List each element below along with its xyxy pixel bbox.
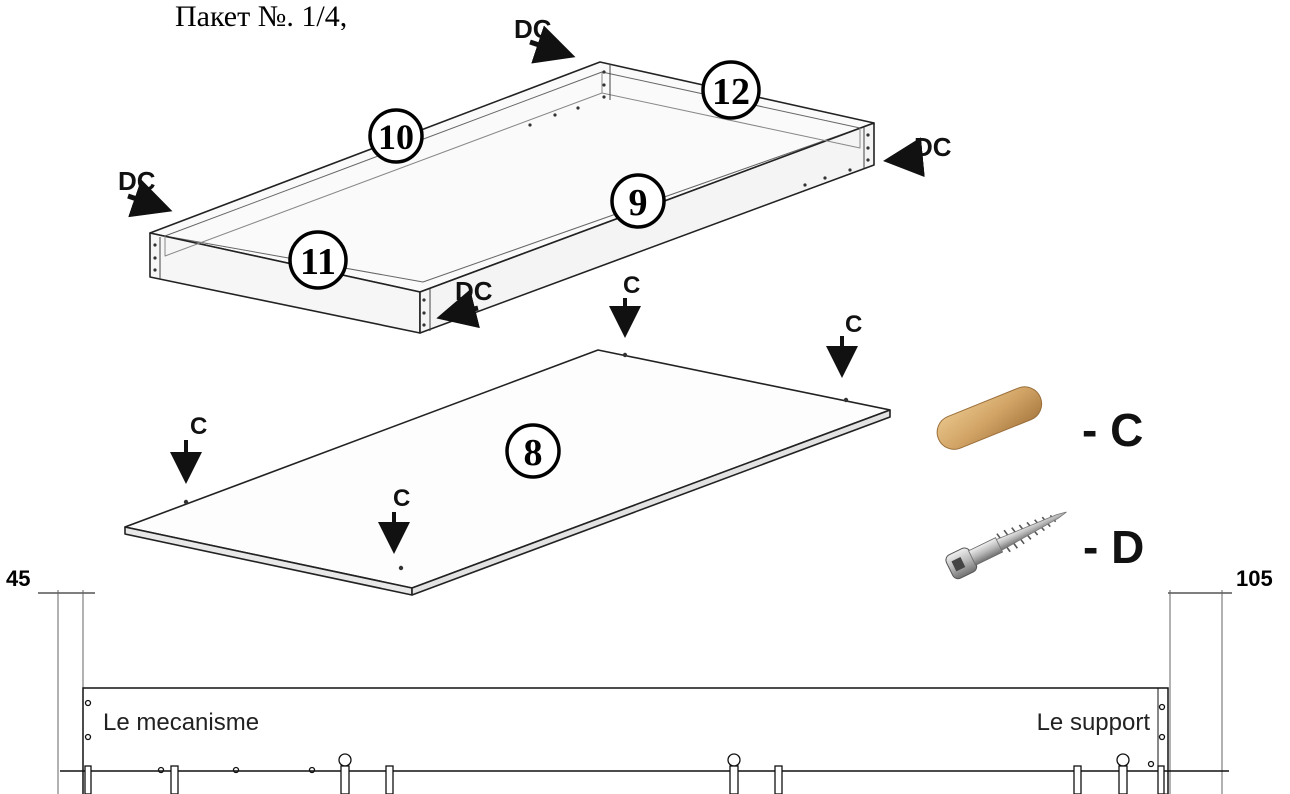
- dim-right: 105: [1236, 566, 1273, 591]
- dowel-icon: [936, 386, 1043, 450]
- part-badge-9: 9: [610, 173, 666, 229]
- svg-text:DC: DC: [914, 132, 952, 162]
- bottom-panel: [124, 349, 891, 596]
- package-label: Пакет №. 1/4,: [175, 2, 348, 30]
- drawer-frame: [149, 61, 875, 334]
- svg-text:C: C: [393, 485, 410, 512]
- frame-holes: [153, 70, 870, 327]
- screw-legend-label: - D: [1083, 521, 1144, 573]
- c-callout-1: C: [609, 272, 641, 338]
- c-callout-3: C: [170, 413, 207, 484]
- svg-text:DC: DC: [118, 166, 156, 196]
- mechanism-label: Le mecanisme: [103, 709, 259, 736]
- svg-text:DC: DC: [455, 276, 493, 306]
- part-badge-8: 8: [505, 423, 561, 479]
- c-callout-4: C: [378, 485, 410, 554]
- part-badge-10: 10: [368, 108, 424, 164]
- part-badge-12: 12: [701, 60, 761, 120]
- svg-text:11: 11: [300, 241, 336, 283]
- screw-icon: [945, 511, 1067, 580]
- svg-text:8: 8: [524, 432, 543, 474]
- svg-text:10: 10: [378, 117, 414, 157]
- svg-text:C: C: [845, 311, 862, 338]
- dc-callout-right: DC: [883, 132, 952, 178]
- dim-left: 45: [6, 566, 30, 591]
- dc-callout-bottom: DC: [436, 276, 493, 329]
- support-label: Le support: [1037, 709, 1151, 736]
- dc-callout-top: DC: [514, 14, 576, 64]
- dowel-legend-label: - C: [1082, 404, 1143, 456]
- svg-text:9: 9: [629, 182, 648, 224]
- part-badge-11: 11: [288, 230, 348, 290]
- c-callout-2: C: [826, 311, 862, 378]
- panel-holes: [183, 352, 849, 571]
- technical-drawing: 45 105: [6, 566, 1273, 794]
- svg-text:C: C: [190, 413, 207, 440]
- svg-text:12: 12: [712, 71, 750, 113]
- svg-text:DC: DC: [514, 14, 552, 44]
- svg-text:C: C: [623, 272, 640, 299]
- dc-callout-left: DC: [118, 166, 173, 218]
